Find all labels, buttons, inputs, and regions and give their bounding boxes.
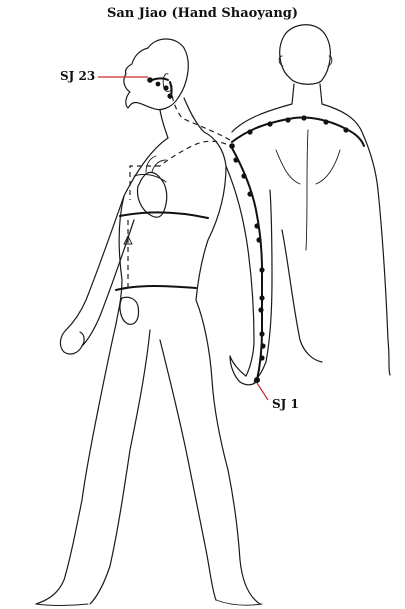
acupoint	[259, 295, 264, 300]
acupoint	[247, 129, 252, 134]
arm-channel	[232, 148, 262, 380]
leader-sj1	[257, 383, 268, 400]
right-hand	[230, 356, 258, 385]
acupoint	[241, 173, 246, 178]
acupoint	[233, 157, 238, 162]
acupoint	[247, 191, 252, 196]
acupoint	[343, 127, 348, 132]
acupoint	[259, 355, 264, 360]
front-leg	[36, 410, 98, 604]
back-figure	[232, 25, 390, 375]
acupoint	[258, 307, 263, 312]
acupoint	[167, 93, 172, 98]
head-channel	[152, 79, 168, 81]
internal-dashed-path	[160, 141, 226, 166]
back-leg	[160, 340, 216, 600]
acupoint	[323, 119, 328, 124]
back-head	[280, 25, 331, 85]
front-head	[124, 39, 188, 110]
acupoint	[259, 331, 264, 336]
acupoint	[260, 343, 265, 348]
left-hand	[60, 330, 84, 354]
acupoint-sj23	[147, 77, 153, 83]
meridian-arm	[226, 166, 254, 376]
meridian-pathway	[124, 79, 364, 381]
acupoint	[285, 117, 290, 122]
left-arm	[66, 196, 124, 330]
acupoints	[147, 77, 348, 383]
bladder-outline	[120, 297, 139, 324]
acupoint	[254, 223, 259, 228]
acupoint	[163, 85, 168, 90]
acupoint-sj1	[254, 377, 260, 383]
acupoint	[259, 267, 264, 272]
acupoint	[267, 121, 272, 126]
acupoint	[256, 237, 261, 242]
acupoint	[301, 115, 306, 120]
acupoint	[156, 82, 161, 87]
front-figure	[36, 39, 272, 606]
diaphragm-line	[120, 212, 208, 218]
acupoint	[229, 143, 235, 149]
